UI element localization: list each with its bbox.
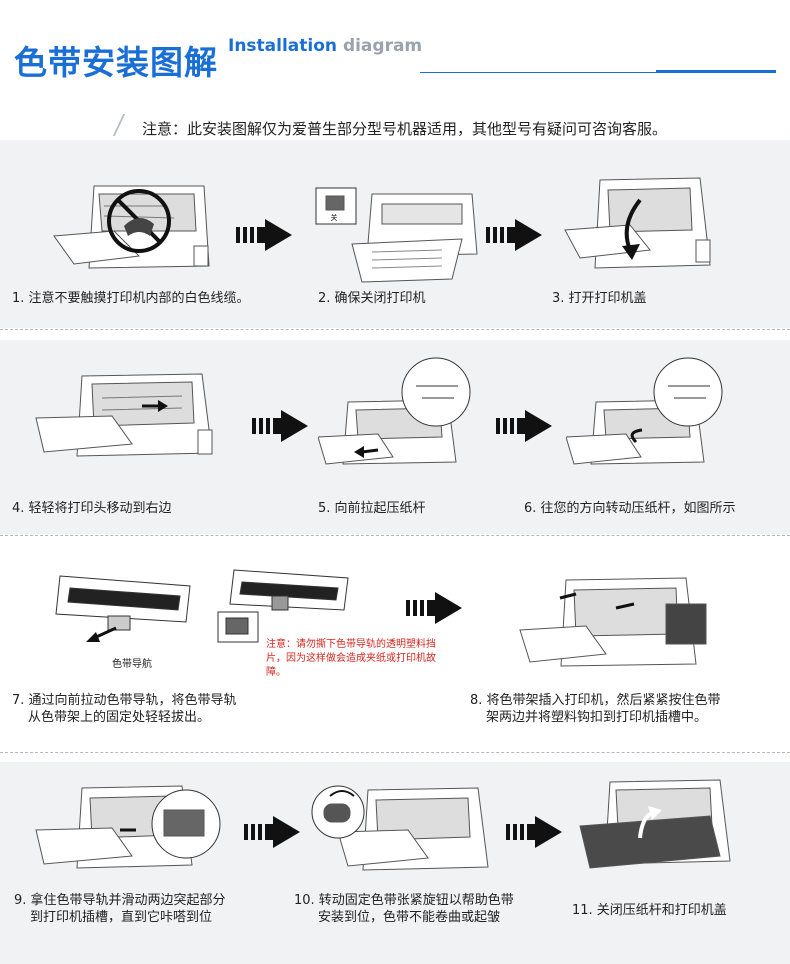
step1-printer-illustration [53,185,210,269]
step3-printer-illustration [564,177,711,269]
step2-printer-illustration: 关 [315,187,478,283]
step9-printer-illustration [35,785,221,869]
step-3-caption: 3. 打开打印机盖 [552,291,647,306]
title-divider [420,72,776,73]
step-2-caption: 2. 确保关闭打印机 [318,291,426,306]
step-8-caption-line-2: 架两边并将塑料钩扣到打印机插槽中。 [486,710,708,725]
row-divider [0,329,790,330]
step7-ribbon-cartridge-illustration [55,575,191,642]
step-9-caption: 9. 拿住色带导轨并滑动两边突起部分到打印机插槽，直到它咔嗒到位 [14,892,226,926]
header: 色带安装图解 Installation diagram 注意：此安装图解仅为爱普… [0,0,790,138]
step-7-caption-line-1: 7. 通过向前拉动色带导轨，将色带导轨 [12,693,237,708]
step-arrow-icon [496,410,552,442]
ribbon-guide-label: 色带导航 [112,659,152,670]
row-divider [0,535,790,536]
notice-text: 注意：此安装图解仅为爱普生部分型号机器适用，其他型号有疑问可咨询客服。 [142,120,668,138]
step-arrow-icon [486,219,542,251]
step8-printer-illustration [519,577,707,667]
step-arrow-icon [244,816,300,848]
step11-printer-illustration [579,779,731,869]
step-8-caption: 8. 将色带架插入打印机，然后紧紧按住色带架两边并将塑料钩扣到打印机插槽中。 [470,692,721,726]
svg-text:关: 关 [331,213,338,222]
warning-note: 注意：请勿撕下色带导轨的透明塑料挡片，因为这样做会造成夹纸或打印机故障。 [266,639,436,678]
step-10-caption: 10. 转动固定色带张紧旋钮以帮助色带安装到位，色带不能卷曲或起皱 [294,892,514,926]
step7-ribbon-detail-illustration [217,569,349,643]
title-divider-accent [656,70,776,73]
step6-printer-illustration [566,357,723,465]
step-6-caption: 6. 往您的方向转动压纸杆，如图所示 [524,501,736,516]
step-10-caption-line-2: 安装到位，色带不能卷曲或起皱 [318,910,501,925]
step-arrow-icon [406,592,462,624]
step-7-caption: 7. 通过向前拉动色带导轨，将色带导轨从色带架上的固定处轻轻拔出。 [12,692,237,726]
subtitle-part-1: Installation [228,36,338,56]
step4-printer-illustration [35,373,213,457]
step-10-caption-line-1: 10. 转动固定色带张紧旋钮以帮助色带 [294,893,514,908]
subtitle-part-2: diagram [342,36,423,56]
step5-printer-illustration [318,357,471,465]
step-11-caption: 11. 关闭压纸杆和打印机盖 [572,903,727,918]
page-subtitle: Installation diagram [228,36,422,56]
step-arrow-icon [236,219,292,251]
row-divider [0,752,790,753]
step10-printer-illustration [311,785,489,871]
step-8-caption-line-1: 8. 将色带架插入打印机，然后紧紧按住色带 [470,693,721,708]
step-arrow-icon [506,816,562,848]
step-arrow-icon [252,410,308,442]
page-title: 色带安装图解 [14,43,218,82]
notice-mark [112,114,134,136]
step-1-caption: 1. 注意不要触摸打印机内部的白色线缆。 [12,291,250,306]
step-5-caption: 5. 向前拉起压纸杆 [318,501,426,516]
step-4-caption: 4. 轻轻将打印头移动到右边 [12,501,172,516]
step-7-caption-line-2: 从色带架上的固定处轻轻拔出。 [28,710,211,725]
step-9-caption-line-2: 到打印机插槽，直到它咔嗒到位 [30,910,213,925]
step-9-caption-line-1: 9. 拿住色带导轨并滑动两边突起部分 [14,893,226,908]
